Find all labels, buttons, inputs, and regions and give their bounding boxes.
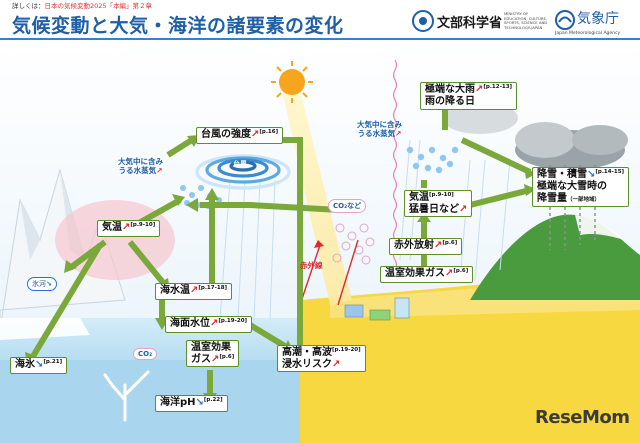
watermark: ReseMom <box>535 407 630 428</box>
water-vapor-left-label: 大気中に含み うる水蒸気↗ <box>118 157 163 175</box>
water-vapor-right-label: 大気中に含み うる水蒸気↗ <box>357 120 402 138</box>
typhoon-icon <box>195 154 291 190</box>
temperature-hot-days-box: 気温[p.9-10] 猛暑日など↗ <box>404 190 473 217</box>
sea-level-box: 海面水位↗[p.19-20] <box>165 316 253 333</box>
co2-ocean-label: CO₂ <box>133 348 158 360</box>
ocean-ph-box: 海洋pH↘[p.22] <box>155 395 228 412</box>
greenhouse-gas-box: 温室効果ガス↗[p.6] <box>380 266 474 283</box>
typhoon-intensity-box: 台風の強度↗[p.16] <box>196 127 284 144</box>
sun-icon <box>271 61 313 103</box>
co2-air-label: CO₂など <box>328 199 367 213</box>
coral-icon <box>103 370 150 422</box>
air-temperature-box: 気温↗[p.9-10] <box>97 220 161 237</box>
storm-surge-box: 高潮・高波[p.19-20] 浸水リスク↗ <box>277 345 366 372</box>
jma-logo-icon <box>555 10 575 30</box>
extreme-rain-box: 極端な大雨↗[p.12-13] 雨の降る日 <box>420 82 518 110</box>
glacier-label: 氷河↘ <box>27 277 57 291</box>
sea-ice-box: 海氷↘[p.21] <box>10 357 68 374</box>
infrared-label: 赤外線 <box>300 261 323 270</box>
page-title: 気候変動と大気・海洋の諸要素の変化 <box>12 15 344 37</box>
cloud-icon <box>442 102 628 170</box>
reference-note: 詳しくは：日本の気候変動2025「本編」第２章 <box>12 2 153 10</box>
sea-temperature-box: 海水温↗[p.17-18] <box>155 283 233 300</box>
typhoon-label: 台風 <box>233 160 247 168</box>
snowfall-box: 降雪・積雪↘[p.14-15] 極端な大雪時の 降雪量（一部地域） <box>532 167 630 207</box>
mountain-icon <box>470 214 640 300</box>
ocean-ghg-box: 温室効果 ガス↗[p.6] <box>186 340 240 367</box>
mext-logo-icon <box>412 10 434 32</box>
infrared-emission-box: 赤外放射↗[p.6] <box>389 238 463 255</box>
header-rule <box>0 38 640 40</box>
scene-illustration <box>0 40 640 443</box>
